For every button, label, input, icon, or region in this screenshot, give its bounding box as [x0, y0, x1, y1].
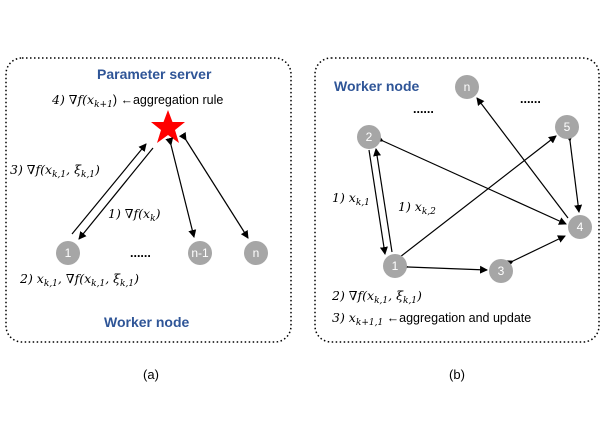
worker-node-3 [489, 259, 513, 283]
worker-node-1-b-label: 1 [392, 259, 399, 273]
ellipsis-a: ...... [130, 246, 151, 260]
arrow-server-to-node1 [78, 147, 154, 240]
parameter-server-title: Parameter server [97, 66, 212, 82]
worker-node-n [244, 241, 268, 265]
worker-node-n-1 [188, 241, 212, 265]
worker-node-1-b [383, 254, 407, 278]
worker-node-n-b [455, 75, 479, 99]
arrow-node1-to-server [71, 143, 147, 235]
step4-label: 4) ∇f(xk+1) ←aggregation rule [51, 92, 223, 110]
arrow-server-node-n-1 [165, 137, 197, 238]
worker-node-n-label: n [253, 246, 260, 260]
worker-node-1 [56, 241, 80, 265]
worker-node-4-label: 4 [577, 220, 584, 234]
arrow-server-node-n [178, 131, 249, 239]
arrow-node2-node4 [374, 134, 567, 225]
arrow-node1-node3 [400, 262, 488, 274]
arrow-node2-to-node1 [368, 149, 388, 255]
worker-node-5 [555, 115, 579, 139]
worker-node-4 [568, 215, 592, 239]
step1a-label: 1) xk,1 [332, 190, 370, 208]
worker-node-n-b-label: n [464, 80, 471, 94]
caption-b: (b) [449, 367, 465, 382]
worker-node-title-b: Worker node [334, 78, 420, 94]
step1-label: 1) ∇f(xk) [108, 206, 161, 224]
arrow-node3-node4 [504, 235, 566, 268]
step2-label-b: 2) ∇f(xk,1, ξk,1) [331, 288, 422, 306]
arrow-node1-to-node5 [399, 135, 557, 258]
panel-b: Worker node ...... ...... 2 n 5 4 3 1 [314, 57, 600, 343]
worker-node-3-label: 3 [498, 264, 505, 278]
step1b-label: 1) xk,2 [398, 199, 436, 217]
worker-node-2 [357, 125, 381, 149]
step2-label: 2) xk,1, ∇f(xk,1, ξk,1) [19, 271, 139, 289]
arrow-node4-to-noden [476, 97, 569, 219]
worker-node-n-1-label: n-1 [191, 246, 209, 260]
caption-a: (a) [143, 367, 159, 382]
worker-node-2-label: 2 [366, 130, 373, 144]
arrow-node5-node4 [565, 133, 583, 213]
worker-node-5-label: 5 [564, 120, 571, 134]
panel-a: Parameter server 4) ∇f(xk+1) ←aggregatio… [5, 57, 292, 343]
step3-label-b: 3) xk+1,1 ←aggregation and update [332, 310, 531, 328]
worker-node-1-label: 1 [65, 246, 72, 260]
ellipsis-b-right: ...... [520, 92, 541, 106]
panel-a-border [5, 57, 292, 343]
panel-b-border [314, 57, 600, 343]
ellipsis-b-left: ...... [413, 102, 434, 116]
step3-label: 3) ∇f(xk,1, ξk,1) [10, 162, 100, 180]
parameter-server-star-icon [151, 110, 185, 143]
worker-node-subtitle: Worker node [104, 314, 190, 330]
arrow-node1-to-node2 [373, 148, 393, 253]
